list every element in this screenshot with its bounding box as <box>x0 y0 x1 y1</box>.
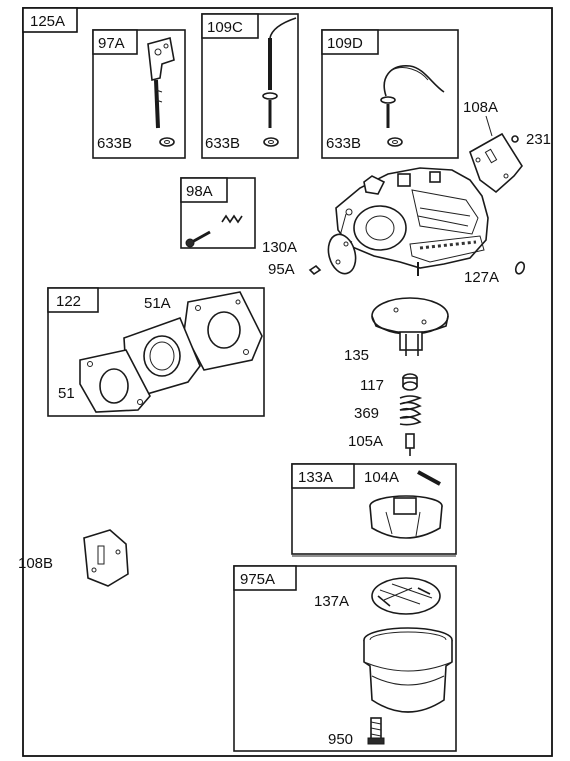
part-135-label: 135 <box>344 347 369 364</box>
filter-137A-label: 137A <box>314 593 349 610</box>
needle-105A <box>405 433 415 456</box>
spacer-middle <box>123 316 201 397</box>
box-122-label: 122 <box>56 293 81 310</box>
box-109D-label: 109D <box>327 35 363 52</box>
part-108A-label: 108A <box>463 99 498 116</box>
box-975A: 975A 137A 950 <box>233 565 457 752</box>
box-109D-washer-label: 633B <box>326 135 361 152</box>
choke-shaft-curved-part <box>380 65 445 128</box>
part-231-label: 231 <box>526 131 551 148</box>
float-plate-135 <box>371 297 449 356</box>
gasket-51 <box>79 349 151 413</box>
jet-117 <box>402 373 418 391</box>
box-98A: 98A <box>180 177 256 249</box>
part-95A-label: 95A <box>268 261 295 278</box>
throttle-shaft-part <box>147 36 175 129</box>
gasket-51-label: 51 <box>58 385 75 402</box>
pin-104A <box>417 470 441 486</box>
box-98A-label: 98A <box>186 183 213 200</box>
box-109C-label: 109C <box>207 19 243 36</box>
part-105A-label: 105A <box>348 433 383 450</box>
gasket-51A <box>183 291 263 371</box>
box-133A-label: 133A <box>298 469 333 486</box>
kit-label: 125A <box>30 13 65 30</box>
screw-231 <box>511 135 519 143</box>
box-133A: 133A 104A <box>291 463 457 555</box>
float-133A <box>369 495 443 539</box>
washer-109D <box>387 137 403 147</box>
part-127A-label: 127A <box>464 269 499 286</box>
gasket-108B <box>83 529 129 587</box>
box-97A-label: 97A <box>98 35 125 52</box>
part-130A-label: 130A <box>262 239 297 256</box>
washer-109C <box>263 137 279 147</box>
screw-950-label: 950 <box>328 731 353 748</box>
box-97A: 97A 633B <box>92 29 186 159</box>
kit-label-box <box>22 7 78 33</box>
choke-shaft-part <box>262 17 297 128</box>
throttle-plate-130A <box>327 233 357 275</box>
gasket-51A-label: 51A <box>144 295 171 312</box>
float-bowl-975A <box>363 627 453 713</box>
pin-104A-label: 104A <box>364 469 399 486</box>
carburetor-body <box>335 167 489 276</box>
box-109C: 109C 633B <box>201 13 299 159</box>
outer-frame <box>22 7 553 757</box>
box-975A-label: 975A <box>240 571 275 588</box>
part-108B-label: 108B <box>18 555 53 572</box>
screw-95A <box>308 264 322 276</box>
gasket-108A <box>469 132 523 194</box>
oring-127A <box>514 261 526 275</box>
filter-screen-137A <box>371 577 441 615</box>
washer-97A <box>159 137 175 147</box>
idle-screw-part <box>185 214 243 248</box>
box-109D: 109D 633B <box>321 29 459 159</box>
part-117-label: 117 <box>360 377 384 394</box>
part-369-label: 369 <box>354 405 379 422</box>
bowl-screw-950 <box>367 717 385 745</box>
box-122: 122 51A 51 <box>47 287 265 417</box>
box-97A-washer-label: 633B <box>97 135 132 152</box>
spring-369 <box>399 395 423 426</box>
box-109C-washer-label: 633B <box>205 135 240 152</box>
